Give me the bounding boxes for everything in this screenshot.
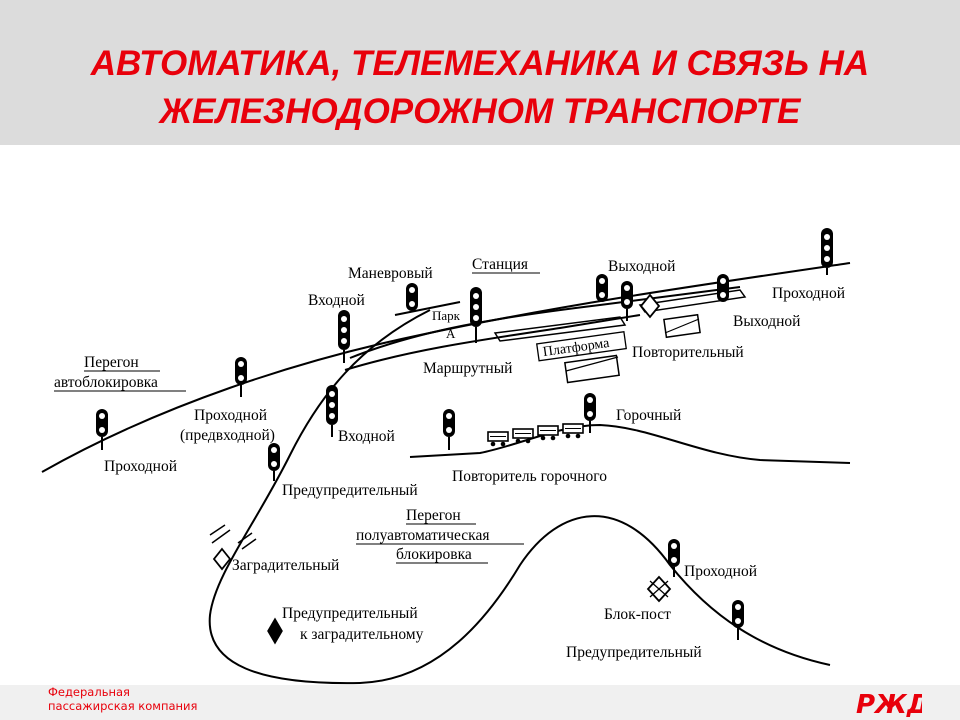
- label-peregon-pab-2: полуавтоматическая: [356, 527, 489, 544]
- station-track-2: [344, 314, 641, 371]
- label-park: Парк: [432, 308, 461, 323]
- rzd-logo: РЖД: [856, 690, 922, 719]
- signal-vhodnoy-lower: [326, 385, 338, 425]
- label-prohodnoy-bottom-right: Проходной: [684, 563, 757, 580]
- signal-prohodnoy-top-right: [821, 228, 833, 268]
- signal-vyhodnoy-2: [621, 281, 633, 309]
- signal-povtoritel-gorochnogo: [443, 409, 455, 437]
- label-park-a: А: [446, 326, 456, 341]
- label-manevrovy: Маневровый: [348, 265, 433, 282]
- railway-diagram-svg: Перегон автоблокировка Проходной Проходн…: [41, 228, 851, 685]
- signal-vyhodnoy-top: [596, 274, 608, 302]
- railway-diagram: Перегон автоблокировка Проходной Проходн…: [0, 145, 960, 685]
- label-peregon-ab-2: автоблокировка: [54, 374, 158, 391]
- brand-line-1: Федеральная: [48, 685, 130, 699]
- label-platforma: Платформа: [542, 336, 611, 360]
- label-blok-post: Блок-пост: [604, 606, 671, 623]
- label-peregon-pab-3: блокировка: [396, 546, 472, 563]
- slide-title-line-2: ЖЕЛЕЗНОДОРОЖНОМ ТРАНСПОРТЕ: [159, 92, 801, 131]
- signal-prohodnoy-bottom: [668, 539, 680, 567]
- label-prohodnoy-pred-1: Проходной: [194, 407, 267, 424]
- labels: Перегон автоблокировка Проходной Проходн…: [54, 256, 845, 661]
- label-vhodnoy-lower: Входной: [338, 428, 395, 445]
- signal-pred-k-zagr: [267, 617, 283, 645]
- signal-prohodnoy-pred: [235, 357, 247, 385]
- signal-predupreditelny-bottom: [732, 600, 744, 628]
- crossing-marks: [209, 524, 257, 550]
- label-prohodnoy-top-right: Проходной: [772, 285, 845, 302]
- title-band: [0, 0, 960, 145]
- platforms: [493, 289, 747, 384]
- platform-1: [493, 316, 627, 342]
- station-track-3: [394, 301, 461, 316]
- label-gorochny: Горочный: [616, 407, 681, 424]
- label-povtoritel-gorochnogo: Повторитель горочного: [452, 468, 607, 485]
- signal-prohodnoy-left: [96, 409, 108, 437]
- signal-vhodnoy-upper: [338, 310, 350, 350]
- slide-title-line-1: АВТОМАТИКА, ТЕЛЕМЕХАНИКА И СВЯЗЬ НА: [90, 44, 870, 83]
- label-marshrutny: Маршрутный: [423, 360, 512, 377]
- footer: Федеральная пассажирская компания РЖД: [0, 685, 960, 720]
- signals: [96, 228, 833, 645]
- label-povtoritelny: Повторительный: [632, 344, 744, 361]
- building-1: [564, 354, 620, 384]
- hump-track: [409, 423, 851, 464]
- label-zagraditelny: Заградительный: [232, 557, 339, 574]
- signal-gorochny: [584, 393, 596, 421]
- building-2: [663, 313, 701, 339]
- label-vhodnoy-upper: Входной: [308, 292, 365, 309]
- svg-text:РЖД: РЖД: [856, 690, 922, 719]
- label-prohodnoy-left: Проходной: [104, 458, 177, 475]
- wagons: [487, 423, 584, 448]
- signal-manevrovy: [406, 283, 418, 311]
- brand-name: Федеральная пассажирская компания: [48, 685, 197, 713]
- label-predupreditelny-bottom: Предупредительный: [566, 644, 702, 661]
- signal-zagraditelny-diamond: [212, 547, 232, 571]
- brand-line-2: пассажирская компания: [48, 699, 198, 713]
- label-stanciya: Станция: [472, 256, 528, 273]
- signal-marshrutny: [470, 287, 482, 327]
- label-predupreditelny-1: Предупредительный: [282, 482, 418, 499]
- label-pred-k-zagr-2: к заградительному: [300, 626, 424, 643]
- label-peregon-ab: Перегон: [84, 354, 139, 371]
- slide-title: АВТОМАТИКА, ТЕЛЕМЕХАНИКА И СВЯЗЬ НА ЖЕЛЕ…: [0, 40, 960, 136]
- signal-povtoritelny-diamond: [639, 293, 661, 319]
- signal-vyhodnoy-right: [717, 274, 729, 302]
- label-vyhodnoy-right: Выходной: [733, 313, 800, 330]
- label-prohodnoy-pred-2: (предвходной): [180, 427, 275, 444]
- label-vyhodnoy-top: Выходной: [608, 258, 675, 275]
- label-pred-k-zagr-1: Предупредительный: [282, 605, 418, 622]
- signal-predupreditelny: [268, 443, 280, 471]
- label-peregon-pab-1: Перегон: [406, 507, 461, 524]
